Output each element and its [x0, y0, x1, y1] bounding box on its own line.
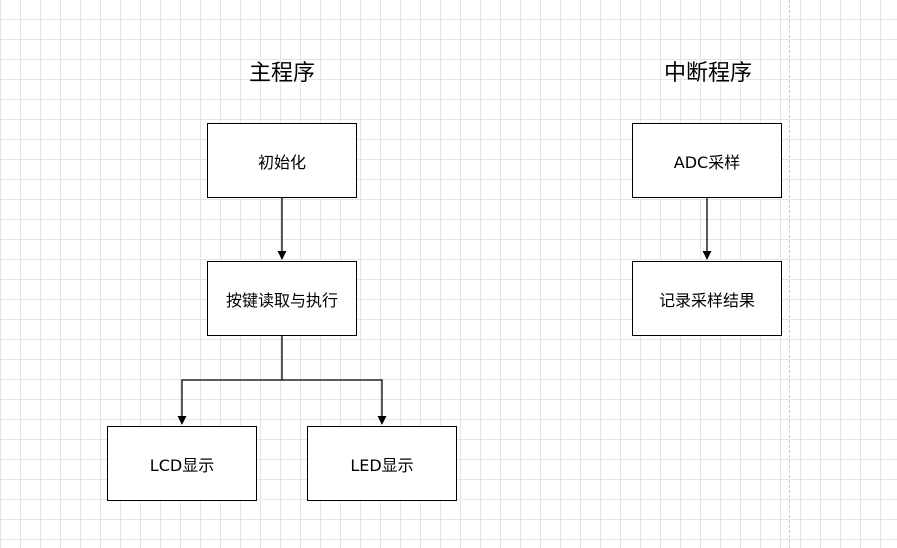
main-program-title: 主程序	[248, 61, 315, 86]
node-key-read[interactable]: 按键读取与执行	[207, 261, 357, 336]
node-record-result[interactable]: 记录采样结果	[632, 261, 782, 336]
node-lcd-display[interactable]: LCD显示	[107, 426, 257, 501]
node-init[interactable]: 初始化	[207, 123, 357, 198]
node-adc-sample[interactable]: ADC采样	[632, 123, 782, 198]
edge-key-read-to-lcd-display	[177, 336, 283, 425]
page-split-line	[789, 0, 790, 548]
node-led-display[interactable]: LED显示	[307, 426, 457, 501]
edge-key-read-to-led-display	[282, 379, 387, 425]
interrupt-program-title: 中断程序	[663, 61, 752, 86]
